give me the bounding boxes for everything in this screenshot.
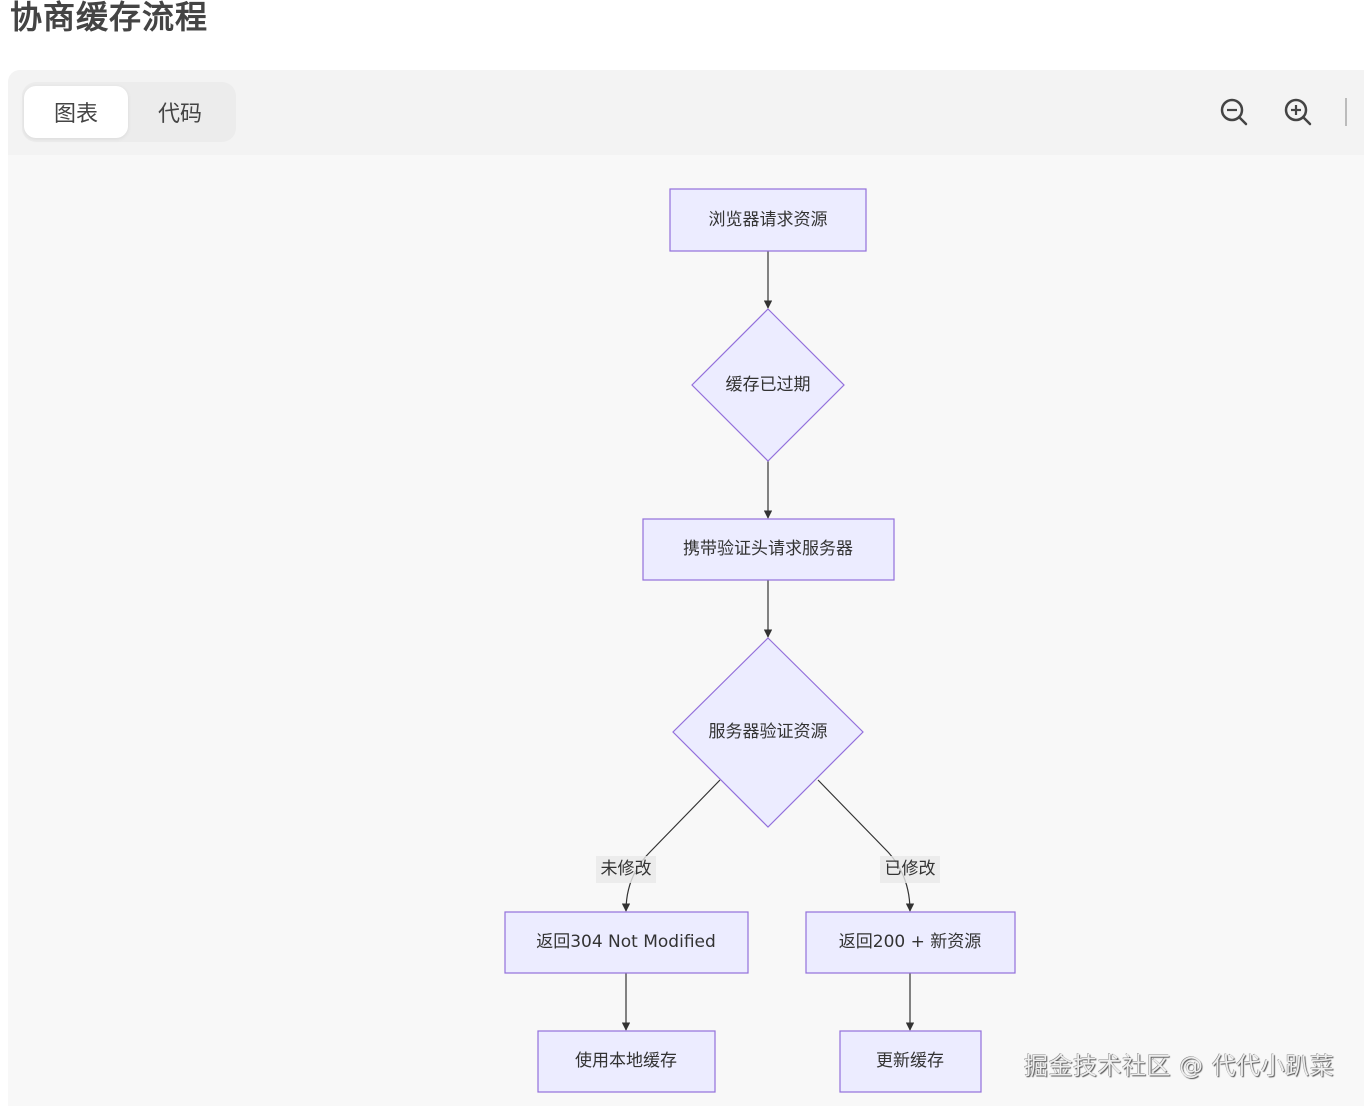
watermark: 掘金技术社区 @ 代代小趴菜: [1024, 1052, 1335, 1080]
node-cache-expired: [691, 308, 845, 462]
node-label: 缓存已过期: [726, 375, 811, 395]
node-label: 服务器验证资源: [709, 722, 828, 742]
tab-code[interactable]: 代码: [157, 102, 202, 127]
zoom-in-icon: [1284, 98, 1312, 126]
zoom-out-icon: [1220, 98, 1248, 126]
zoom-out-button[interactable]: [1216, 94, 1252, 130]
node-return-200: [805, 911, 1016, 974]
node-label: 携带验证头请求服务器: [683, 539, 853, 559]
node-label: 返回200 + 新资源: [839, 932, 982, 952]
edge-label: 已修改: [885, 859, 936, 879]
node-label: 返回304 Not Modified: [536, 932, 716, 952]
node-use-local-cache: [537, 1030, 716, 1093]
tab-chart[interactable]: 图表: [24, 86, 128, 138]
toolbar-divider: [1345, 98, 1347, 126]
node-server-validate: [672, 637, 864, 828]
node-return-304: [504, 911, 749, 974]
page-title: 协商缓存流程: [10, 0, 209, 36]
node-label: 使用本地缓存: [575, 1050, 677, 1071]
node-update-cache: [839, 1030, 982, 1093]
edge-modified: [817, 779, 915, 912]
node-request-with-headers: [642, 518, 895, 581]
edge-not-modified: [621, 779, 721, 912]
toolbar: 图表 代码: [8, 70, 1364, 155]
node-browser-request: [669, 188, 867, 252]
node-label: 浏览器请求资源: [709, 210, 828, 230]
edge-label-bg: [880, 856, 940, 883]
view-tabs: 图表 代码: [22, 82, 236, 142]
edge-label-bg: [596, 856, 656, 883]
edge-label: 未修改: [601, 859, 652, 879]
zoom-in-button[interactable]: [1280, 94, 1316, 130]
node-label: 更新缓存: [876, 1051, 944, 1071]
